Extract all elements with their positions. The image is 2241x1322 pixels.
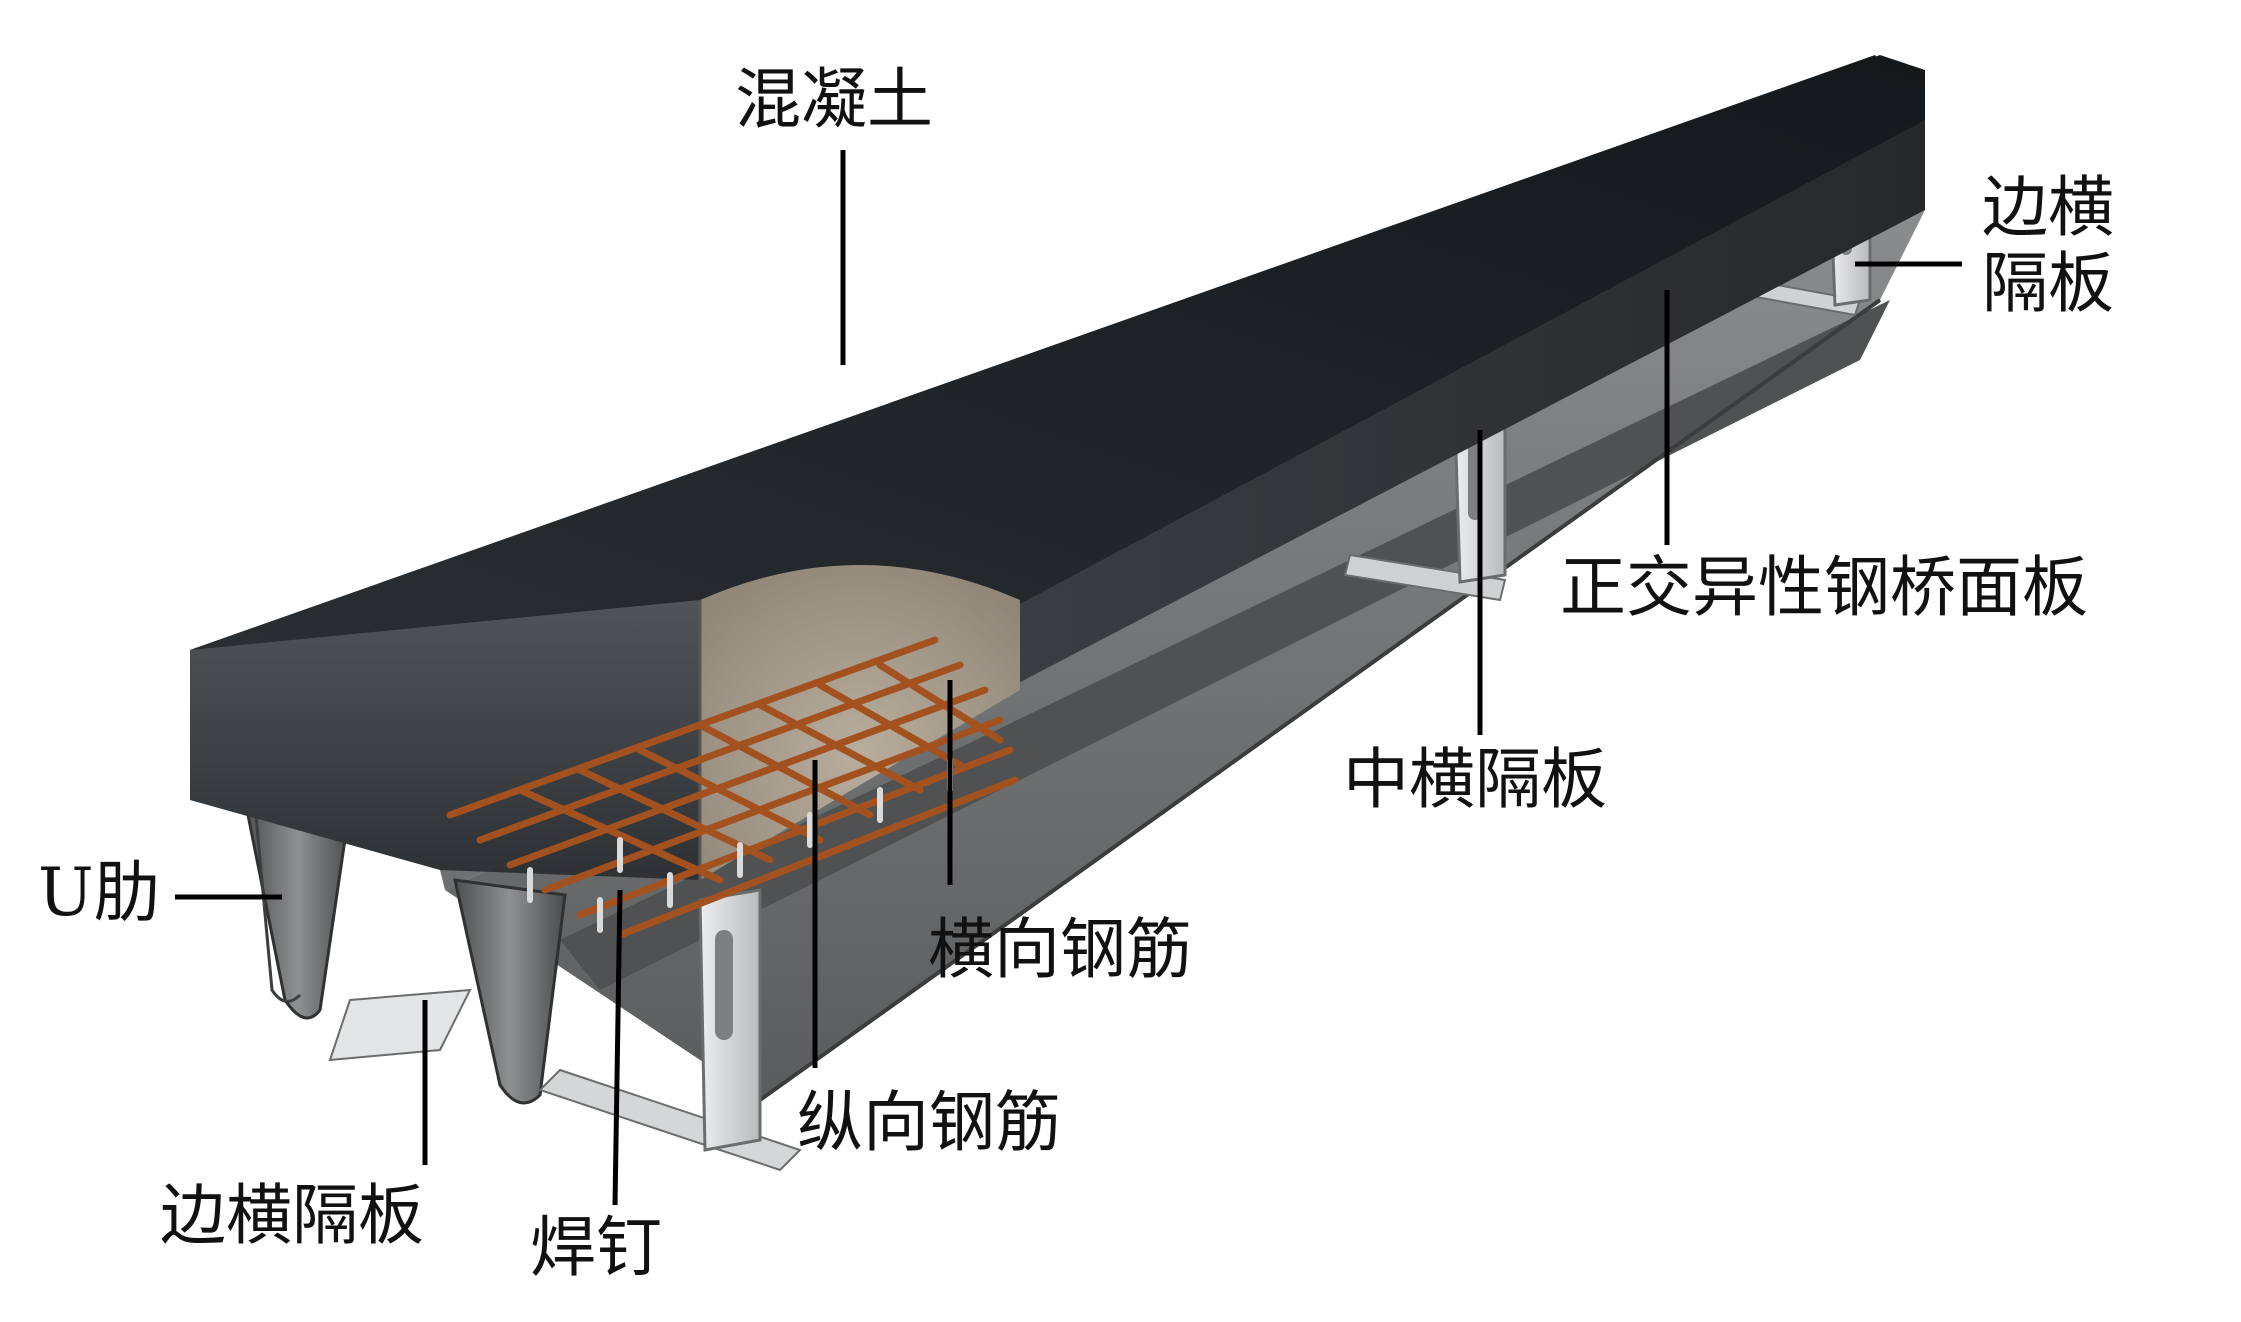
label-transverse-rebar: 横向钢筋 — [928, 911, 1192, 988]
end-diaphragm-front — [328, 888, 802, 1172]
label-stud: 焊钉 — [530, 1209, 662, 1286]
label-longitudinal-rebar: 纵向钢筋 — [797, 1084, 1061, 1161]
label-concrete: 混凝土 — [735, 61, 933, 138]
label-orthotropic-deck: 正交异性钢桥面板 — [1560, 549, 2088, 626]
u-rib-left — [243, 798, 352, 1020]
leader-stud — [612, 889, 623, 1206]
label-end-diaphragm-right: 边横 隔板 — [1982, 169, 2114, 322]
label-middle-diaphragm: 中横隔板 — [1343, 741, 1607, 818]
label-end-diaphragm-left: 边横隔板 — [160, 1177, 424, 1254]
leader-lines — [175, 150, 1962, 1206]
u-rib-right — [453, 878, 567, 1105]
label-u-rib: U肋 — [38, 854, 160, 931]
